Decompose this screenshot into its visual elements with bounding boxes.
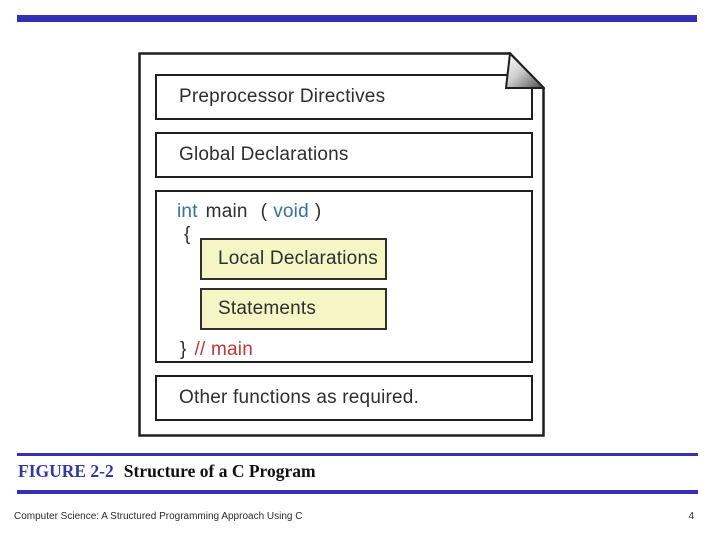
statements-label: Statements [218,298,317,319]
c-program-document: Preprocessor Directives Global Declarati… [138,52,545,437]
open-brace: { [184,224,191,245]
footer-page-number: 4 [688,511,694,522]
caption-rule-bottom [17,490,698,494]
local-declarations-box: Local Declarations [200,238,387,280]
preprocessor-directives-box: Preprocessor Directives [155,74,533,120]
figure-title: Structure of a C Program [123,461,316,481]
global-declarations-box: Global Declarations [155,132,533,178]
main-name: main [205,201,248,222]
slide-footer: Computer Science: A Structured Programmi… [14,511,694,522]
figure-caption: FIGURE 2-2 Structure of a C Program [18,461,316,482]
void-keyword: void [273,201,309,222]
open-paren: ( [260,201,268,222]
statements-box: Statements [200,288,387,330]
figure-label: FIGURE 2-2 [18,461,114,481]
other-functions-box: Other functions as required. [155,375,533,421]
preprocessor-directives-label: Preprocessor Directives [179,86,386,107]
caption-rule-top [17,453,698,456]
main-comment: // main [194,339,253,360]
footer-book-title: Computer Science: A Structured Programmi… [14,511,303,522]
global-declarations-label: Global Declarations [179,144,349,165]
top-accent-bar [17,15,697,22]
other-functions-label: Other functions as required. [179,387,420,408]
close-brace: } [180,339,187,360]
int-keyword: int [177,201,198,222]
local-declarations-label: Local Declarations [218,248,378,269]
close-paren: ) [314,201,322,222]
close-brace-comment: } // main [180,338,253,362]
